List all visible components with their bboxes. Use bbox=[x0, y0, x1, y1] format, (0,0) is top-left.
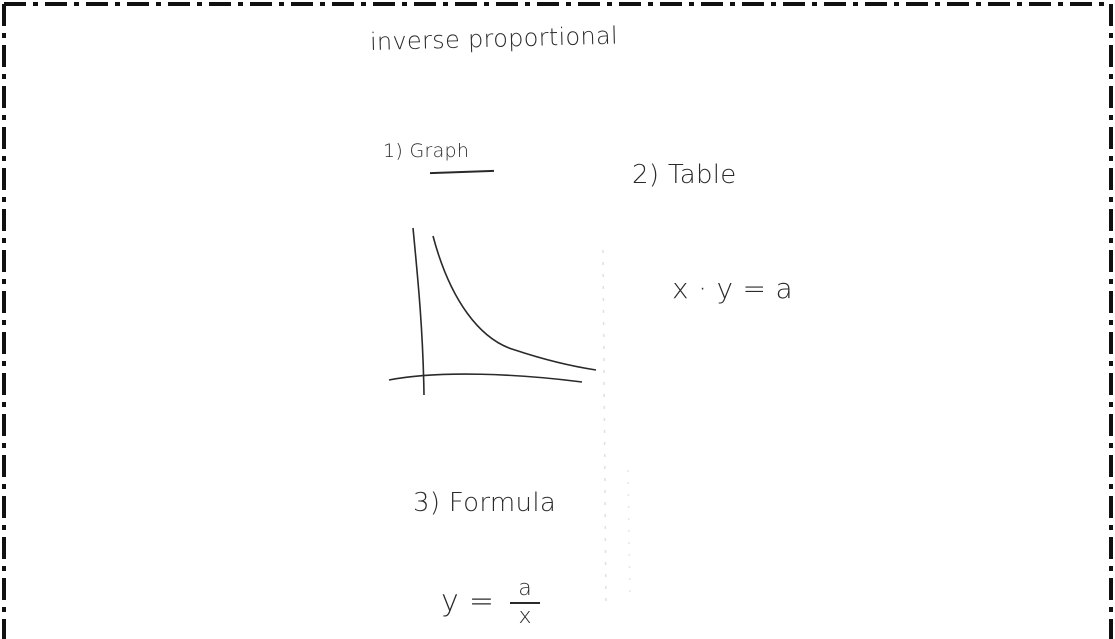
formula-section-label: 3) Formula bbox=[413, 488, 557, 518]
formula-fraction: a x bbox=[510, 578, 540, 628]
graph-hyperbola-curve bbox=[432, 235, 597, 371]
formula-lhs: y = bbox=[441, 584, 495, 619]
table-section-label: 2) Table bbox=[632, 160, 737, 190]
graph-label-underline bbox=[429, 169, 495, 175]
table-formula: x · y = a bbox=[672, 272, 793, 305]
fraction-bar bbox=[510, 602, 540, 604]
graph-x-axis bbox=[388, 373, 583, 383]
formula-numerator: a bbox=[518, 576, 532, 601]
formula-denominator: x bbox=[518, 604, 532, 629]
graph-y-axis bbox=[412, 227, 425, 396]
graph-section-label: 1) Graph bbox=[383, 140, 470, 162]
page-title: inverse proportional bbox=[369, 21, 619, 56]
